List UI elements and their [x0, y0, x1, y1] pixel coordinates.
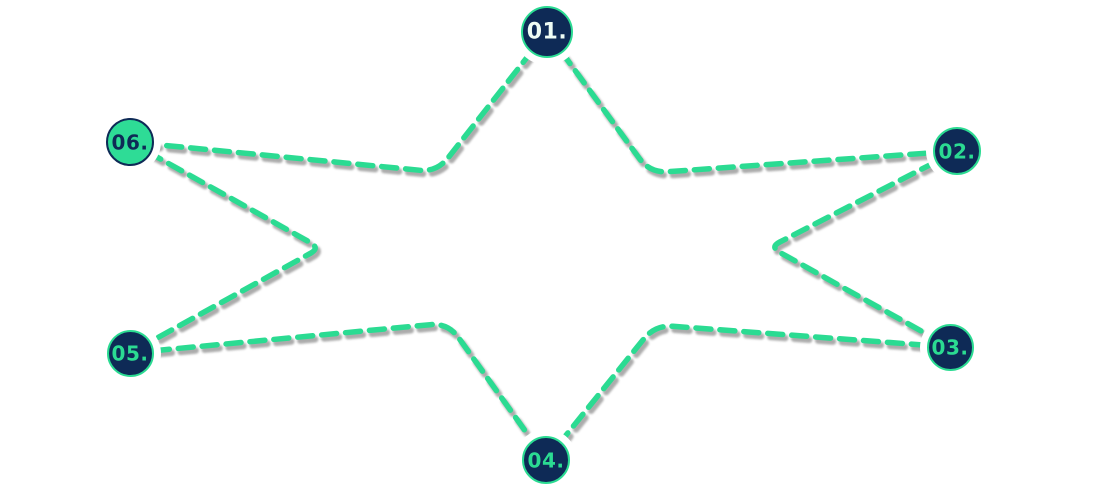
step-node-05: 05.	[106, 329, 154, 377]
dashed-path-line	[127, 29, 960, 463]
step-node-06: 06.	[106, 118, 154, 166]
step-node-label-01: 01.	[526, 19, 568, 45]
step-node-04: 04.	[522, 436, 570, 484]
step-node-label-05: 05.	[111, 341, 149, 366]
step-node-label-06: 06.	[111, 130, 149, 155]
step-node-02: 02.	[933, 127, 981, 175]
dashed-path-shadow	[129, 32, 963, 467]
step-node-03: 03.	[926, 323, 974, 371]
step-node-01: 01.	[521, 6, 573, 58]
step-node-label-03: 03.	[931, 335, 969, 360]
step-node-label-02: 02.	[938, 139, 976, 164]
step-node-label-04: 04.	[527, 448, 565, 473]
